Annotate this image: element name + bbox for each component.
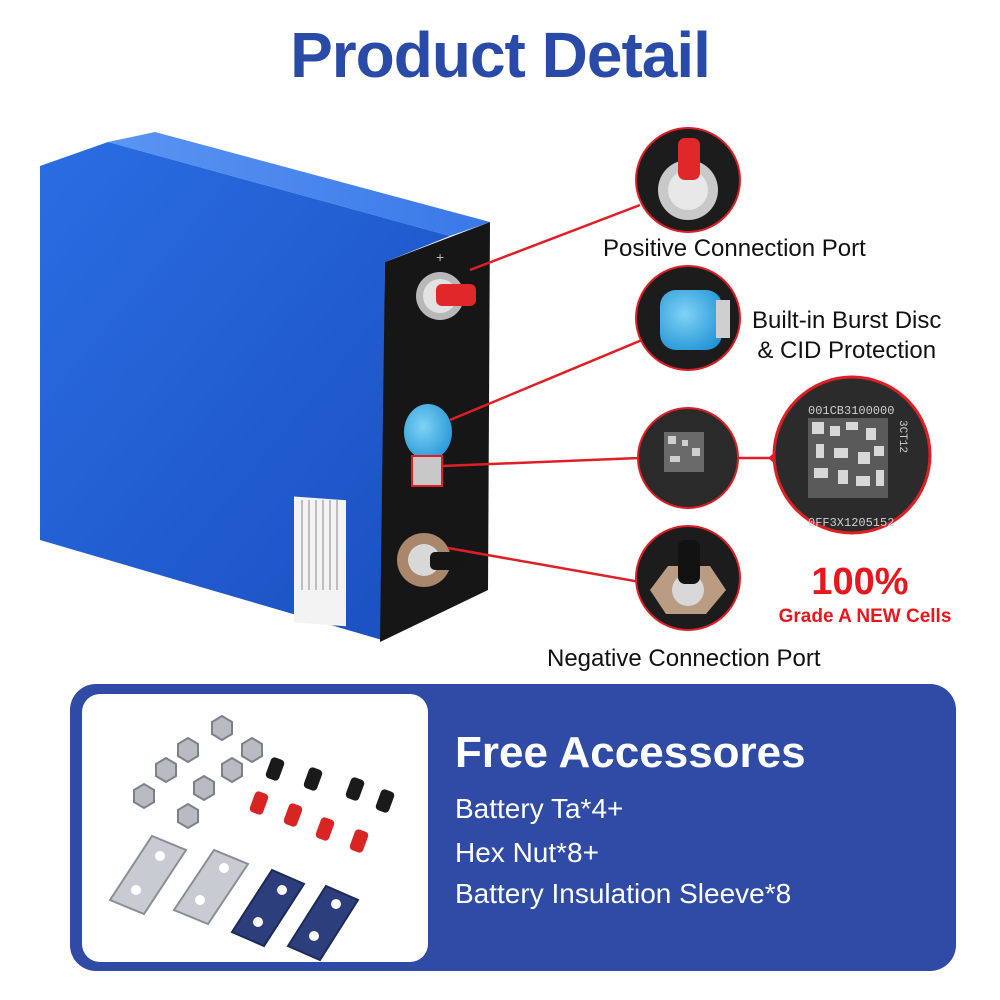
qr-side-text: 3CT12	[896, 420, 908, 453]
insulation-sleeves	[249, 757, 395, 853]
cell-label-sticker	[294, 496, 346, 627]
burst-disc-label: Built-in Burst Disc & CID Protection	[752, 306, 941, 366]
burst-disc	[404, 404, 452, 460]
accessories-title: Free Accessores	[455, 728, 806, 777]
burst-disc-line-2: & CID Protection	[757, 337, 937, 364]
accessories-illustration	[108, 714, 395, 962]
qr-code-magnified: 001CB3100000 0FF3X1205152 3CT12	[768, 375, 932, 535]
negative-port-label: Negative Connection Port	[547, 645, 821, 672]
connector-lines	[441, 203, 770, 584]
battery-illustration: +	[40, 127, 932, 642]
grade-label: Grade A NEW Cells	[778, 606, 952, 627]
lifepo4-cell: +	[40, 132, 490, 642]
burst-disc-zoom	[635, 265, 741, 371]
positive-port-label: Positive Connection Port	[603, 235, 866, 262]
accessories-photo	[82, 694, 428, 962]
bus-bars	[108, 834, 360, 962]
negative-port-zoom	[635, 525, 741, 631]
qr-code-zoom	[637, 407, 739, 509]
cell-front-face	[40, 142, 450, 640]
positive-port-zoom	[635, 127, 741, 233]
positive-terminal-cap	[436, 284, 476, 306]
polarity-mark: +	[436, 249, 444, 265]
qr-top-text: 001CB3100000	[808, 404, 894, 418]
qr-bottom-text: 0FF3X1205152	[808, 516, 894, 530]
label-lines	[301, 500, 338, 590]
accessory-item: Hex Nut*8+	[455, 837, 599, 868]
page-title: Product Detail	[290, 19, 711, 91]
burst-disc-line-1: Built-in Burst Disc	[752, 307, 942, 334]
cell-top-face	[108, 132, 490, 236]
hex-nuts	[133, 714, 263, 830]
negative-terminal-cap	[430, 552, 464, 570]
grade-percent: 100%	[811, 561, 909, 603]
accessory-item: Battery Insulation Sleeve*8	[455, 878, 792, 909]
accessory-item: Battery Ta*4+	[455, 793, 624, 824]
cid-label	[411, 455, 443, 487]
